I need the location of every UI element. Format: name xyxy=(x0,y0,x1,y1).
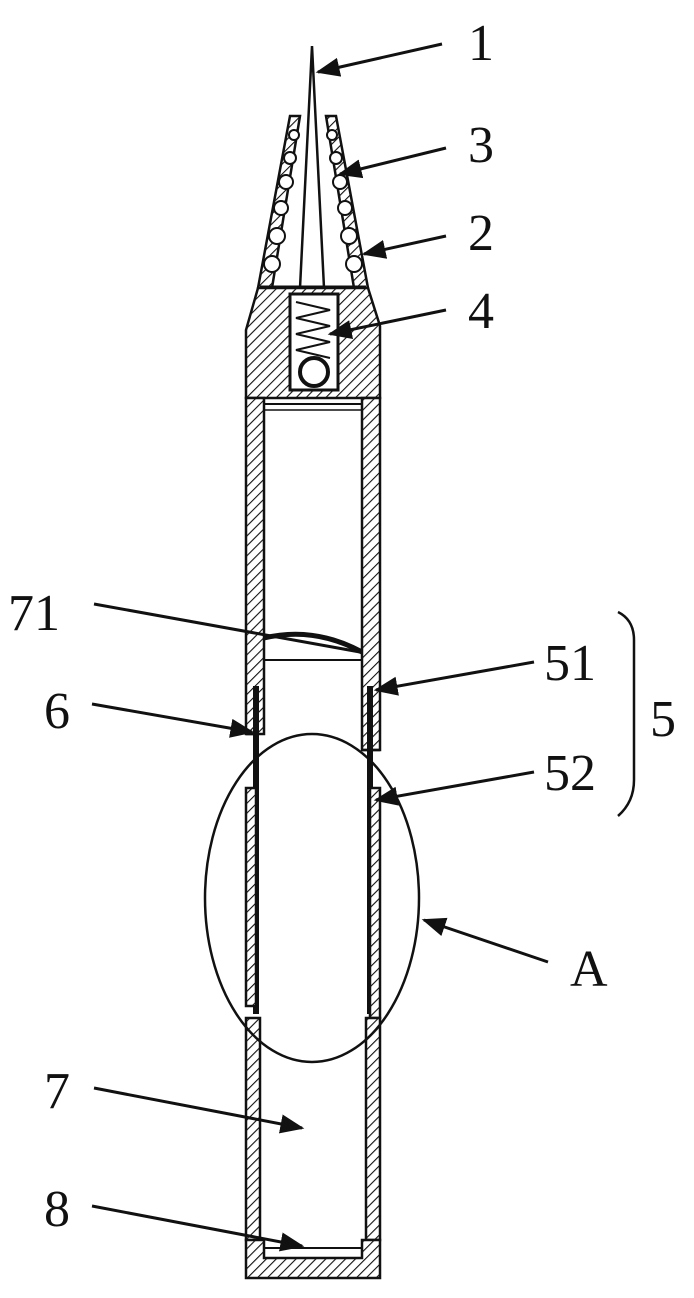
leader-52 xyxy=(373,770,535,806)
spring-ball xyxy=(298,356,330,388)
outer-sleeve-52-right xyxy=(368,786,382,1020)
barrel-lower-left-wall xyxy=(244,1016,262,1242)
tip-beads xyxy=(263,129,363,273)
detail-circle-a xyxy=(203,732,421,1064)
label-5: 5 xyxy=(650,691,676,748)
leader-3 xyxy=(337,146,447,179)
label-52: 52 xyxy=(544,745,596,802)
label-4: 4 xyxy=(468,283,494,340)
label-51: 51 xyxy=(544,635,596,692)
label-8: 8 xyxy=(44,1181,70,1238)
leader-51 xyxy=(373,660,535,696)
label-2: 2 xyxy=(468,205,494,262)
leader-8 xyxy=(91,1204,305,1252)
outer-sleeve-52-left xyxy=(244,786,258,1008)
label-71: 71 xyxy=(8,585,60,642)
leader-7 xyxy=(93,1086,305,1134)
leader-4 xyxy=(327,308,447,340)
leader-a xyxy=(421,917,549,964)
label-3: 3 xyxy=(468,117,494,174)
leader-2 xyxy=(361,234,447,259)
label-1: 1 xyxy=(468,15,494,72)
spring xyxy=(295,301,331,359)
label-a: A xyxy=(570,941,608,998)
barrel-upper-left-wall xyxy=(244,396,266,736)
end-cap-8 xyxy=(244,1238,382,1280)
label-6: 6 xyxy=(44,683,70,740)
barrel-lower-right-wall xyxy=(364,1016,382,1242)
leader-lines xyxy=(91,42,549,1252)
leader-1 xyxy=(315,42,443,77)
needle xyxy=(298,45,326,290)
leader-71 xyxy=(93,602,361,654)
bracket-5 xyxy=(617,610,636,817)
label-7: 7 xyxy=(44,1063,70,1120)
leader-6 xyxy=(91,702,255,738)
